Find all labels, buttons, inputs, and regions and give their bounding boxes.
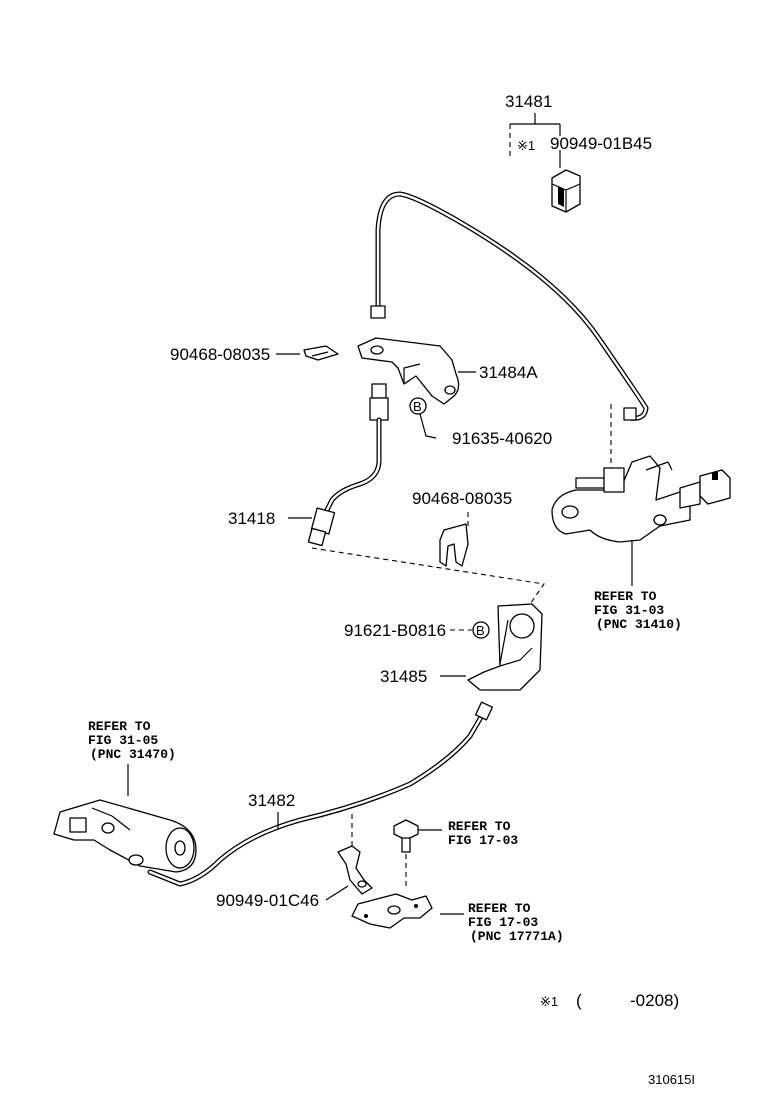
master-cylinder-icon xyxy=(551,455,731,586)
ref-bracket-line2: FIG 17-03 xyxy=(468,915,538,930)
ref-master-line2: FIG 31-03 xyxy=(594,603,664,618)
label-31485: 31485 xyxy=(380,667,427,686)
bracket-31484a-icon xyxy=(357,337,460,405)
ref-master-line3: (PNC 31410) xyxy=(596,617,682,632)
bracket-31485-icon xyxy=(467,603,543,691)
label-90468-08035-mid: 90468-08035 xyxy=(412,489,512,508)
release-cylinder-icon xyxy=(53,799,197,873)
label-31418: 31418 xyxy=(228,509,275,528)
bolt-b-91621-icon: B xyxy=(472,621,490,639)
ref-release-line2: FIG 31-05 xyxy=(88,733,158,748)
clamp-90949-01c46-icon xyxy=(337,845,373,895)
ref-bolt-line1: REFER TO xyxy=(448,819,511,834)
bracket-17771a-icon xyxy=(351,893,464,929)
flexible-hose-31418-icon xyxy=(307,383,389,547)
label-31484a: 31484A xyxy=(479,363,538,382)
label-90468-08035-top: 90468-08035 xyxy=(170,345,270,364)
clutch-tube-lower-31482 xyxy=(147,701,494,887)
ref-bracket-line3: (PNC 17771A) xyxy=(470,929,564,944)
ref-master-line1: REFER TO xyxy=(594,589,657,604)
svg-text:B: B xyxy=(476,623,485,638)
footnote-open: ( xyxy=(576,991,582,1010)
clip-90468-08035-mid-icon xyxy=(439,523,469,567)
ref-bolt-line2: FIG 17-03 xyxy=(448,833,518,848)
bracket-31481-group xyxy=(509,113,561,160)
footnote-mark: ※1 xyxy=(540,994,558,1009)
label-91621-b0816: 91621-B0816 xyxy=(344,621,446,640)
figure-id: 310615I xyxy=(648,1072,695,1087)
clip-90468-08035-top-icon xyxy=(303,345,339,361)
ref-release-line3: (PNC 31470) xyxy=(90,747,176,762)
ref-release-line1: REFER TO xyxy=(88,719,151,734)
label-31482: 31482 xyxy=(248,791,295,810)
bolt-b-letter: B xyxy=(413,399,422,414)
clamp-90949-01b45-icon xyxy=(551,150,581,213)
clutch-tube-upper xyxy=(370,191,649,421)
bolt-17-03-icon xyxy=(393,819,442,888)
ref-bracket-line1: REFER TO xyxy=(468,901,531,916)
bolt-b-91635-icon: B xyxy=(409,397,437,439)
label-31481: 31481 xyxy=(505,92,552,111)
label-90949-01c46: 90949-01C46 xyxy=(216,891,319,910)
footnote-range: -0208) xyxy=(630,991,679,1010)
mark-1: ※1 xyxy=(517,138,535,153)
label-91635-40620: 91635-40620 xyxy=(452,429,552,448)
label-90949-01b45: 90949-01B45 xyxy=(550,134,652,153)
